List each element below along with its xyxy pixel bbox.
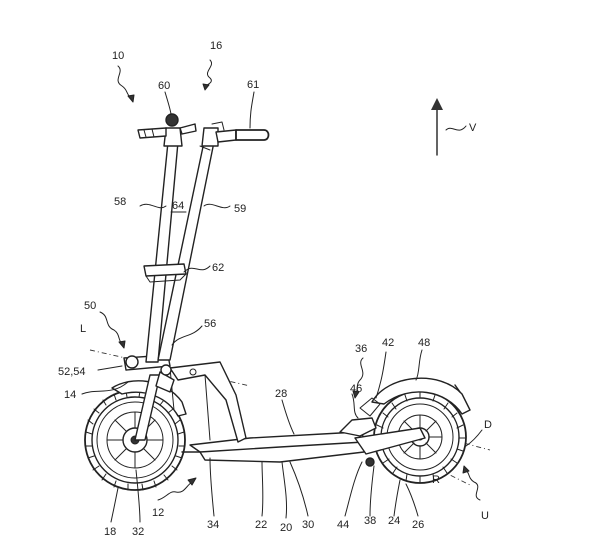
label-12: 12 xyxy=(152,507,164,519)
reference-arrow-icon xyxy=(157,481,193,501)
label-36: 36 xyxy=(355,343,367,355)
reference-labels: 10 16 60 61 V 58 64 59 62 50 56 L 52,54 … xyxy=(58,40,492,538)
label-20: 20 xyxy=(280,522,292,534)
label-38: 38 xyxy=(364,515,376,527)
label-58: 58 xyxy=(114,196,126,208)
reference-arrow-icon xyxy=(465,469,481,501)
handlebars xyxy=(137,113,270,151)
steering-tubes xyxy=(143,127,219,363)
label-d: D xyxy=(484,419,492,431)
axis-r-line xyxy=(439,469,471,486)
label-48: 48 xyxy=(418,337,430,349)
label-42: 42 xyxy=(382,337,394,349)
label-r: R xyxy=(432,474,440,486)
reference-arrow-icon xyxy=(117,65,132,99)
label-v: V xyxy=(469,122,477,134)
deck-chassis xyxy=(169,361,426,467)
reference-arrow-icon xyxy=(355,357,364,395)
label-62: 62 xyxy=(212,262,224,274)
label-u: U xyxy=(481,510,489,522)
label-22: 22 xyxy=(255,519,267,531)
label-50: 50 xyxy=(84,300,96,312)
leader-lines xyxy=(81,59,483,523)
label-10: 10 xyxy=(112,50,124,62)
label-64: 64 xyxy=(172,200,184,212)
label-52-54: 52,54 xyxy=(58,366,86,378)
label-24: 24 xyxy=(388,515,400,527)
label-56: 56 xyxy=(204,318,216,330)
label-44: 44 xyxy=(337,519,349,531)
label-14: 14 xyxy=(64,389,76,401)
label-32: 32 xyxy=(132,526,144,538)
label-30: 30 xyxy=(302,519,314,531)
label-18: 18 xyxy=(104,526,116,538)
label-16: 16 xyxy=(210,40,222,52)
label-28: 28 xyxy=(275,388,287,400)
label-46: 46 xyxy=(350,383,362,395)
direction-arrow-icon xyxy=(431,98,443,156)
label-61: 61 xyxy=(247,79,259,91)
label-26: 26 xyxy=(412,519,424,531)
reference-arrow-icon xyxy=(99,311,123,345)
label-l: L xyxy=(80,323,86,335)
label-60: 60 xyxy=(158,80,170,92)
label-34: 34 xyxy=(207,519,219,531)
reference-arrow-icon xyxy=(205,59,212,87)
label-59: 59 xyxy=(234,203,246,215)
